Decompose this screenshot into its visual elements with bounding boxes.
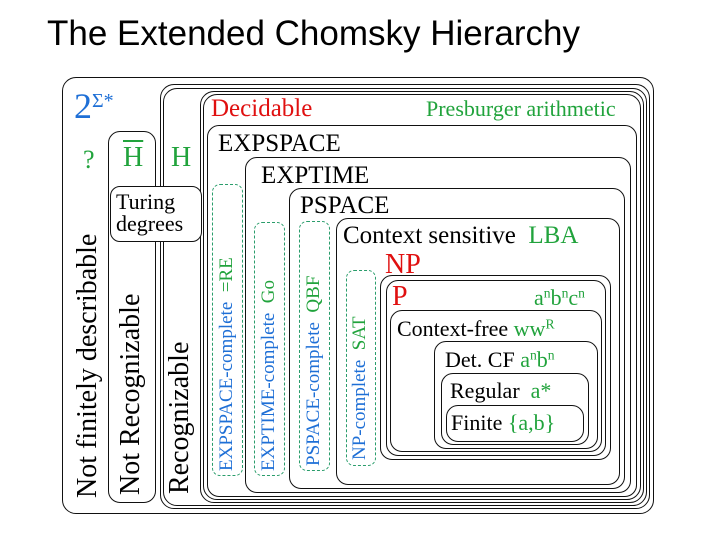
presburger-label: Presburger arithmetic (426, 96, 616, 121)
context-free-box (390, 310, 602, 452)
exptime-label: EXPTIME (261, 162, 370, 189)
exptime-box (245, 157, 631, 493)
regular-box (441, 373, 589, 445)
h-label: H (171, 142, 192, 173)
page-title: The Extended Chomsky Hierarchy (47, 14, 580, 53)
pspace-complete-box (299, 221, 330, 471)
det-cf-box (434, 341, 598, 449)
decidable-box-outer (200, 91, 644, 503)
h-complement-label: H (123, 142, 144, 173)
decidable-box (203, 94, 641, 500)
astar-label: a* (530, 378, 552, 403)
np-box (380, 275, 611, 460)
expspace-label: EXPSPACE (218, 130, 341, 157)
det-cf-label: Det. CF anbn (445, 347, 555, 372)
exptime-complete-box (254, 222, 285, 476)
np-complete-label: NP-complete SAT (349, 316, 370, 460)
finite-label: Finite {a,b} (451, 410, 556, 435)
recognizable-label: Recognizable (164, 341, 195, 494)
wwr-label: wwR (513, 316, 555, 341)
context-sensitive-box (336, 218, 620, 485)
p-label: P (392, 281, 408, 312)
turing-degrees-label: Turing degrees (116, 189, 184, 236)
expspace-complete-label: EXPSPACE-complete =RE (216, 257, 237, 471)
recognizable-box (163, 88, 647, 506)
finite-example-label: {a,b} (507, 410, 556, 435)
pspace-complete-label: PSPACE-complete QBF (303, 275, 324, 466)
turing-degrees-box (110, 186, 202, 242)
not-recognizable-box (108, 131, 156, 503)
power-set-label: 2Σ* (74, 86, 114, 126)
recognizable-box-outer (160, 84, 650, 509)
finite-box (446, 405, 584, 442)
np-label: NP (385, 249, 421, 280)
expspace-box (207, 125, 637, 497)
np-complete-box (346, 270, 376, 466)
question-label: ? (83, 145, 95, 174)
exptime-complete-label: EXPTIME-complete Go (258, 279, 279, 471)
power-set-box (62, 77, 654, 514)
context-sensitive-label: Context sensitive LBA (343, 222, 579, 249)
p-box (386, 280, 606, 456)
decidable-label: Decidable (211, 95, 313, 122)
context-free-label: Context-free wwR (397, 316, 555, 341)
anbncn-label: anbncn (534, 285, 585, 310)
not-finitely-describable-label: Not finitely describable (72, 233, 103, 498)
pspace-box (289, 188, 625, 489)
regular-label: Regular a* (450, 378, 552, 403)
lba-label: LBA (528, 222, 579, 249)
pspace-label: PSPACE (300, 192, 390, 219)
anbn-label: anbn (520, 347, 555, 372)
not-recognizable-label: Not Recognizable (115, 293, 146, 495)
expspace-complete-box (212, 184, 243, 476)
